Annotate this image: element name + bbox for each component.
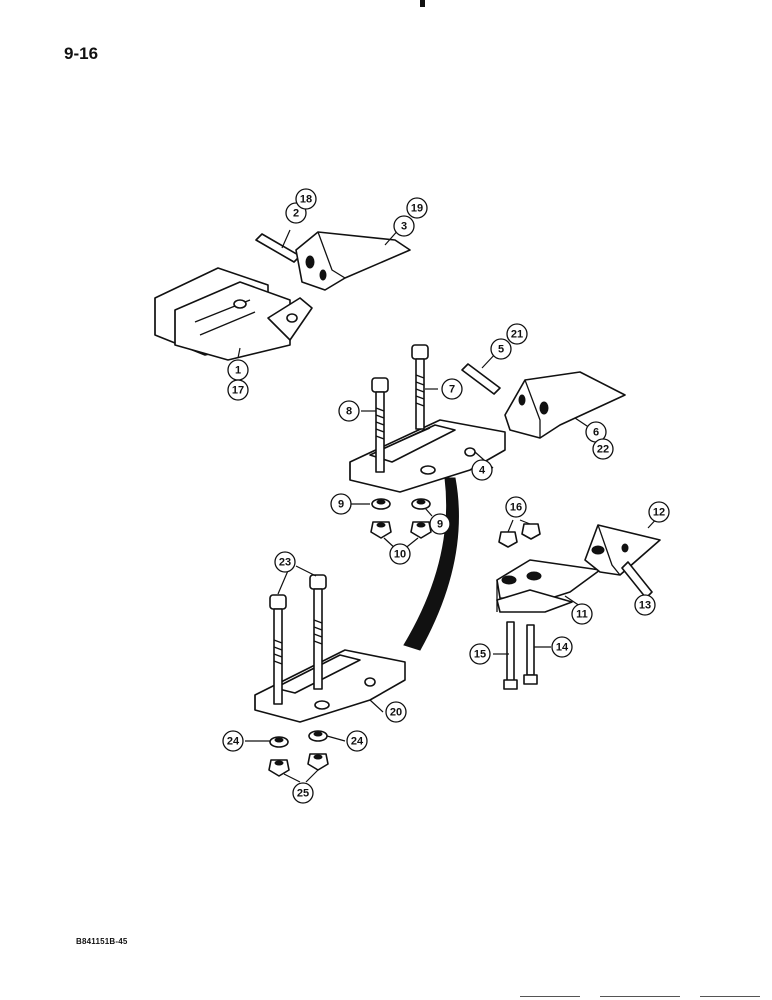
callout-10: 10 bbox=[389, 543, 411, 565]
callout-9: 9 bbox=[330, 493, 352, 515]
washers-9 bbox=[371, 498, 431, 510]
adapter-assembly-top bbox=[154, 267, 313, 361]
callout-label: 14 bbox=[556, 642, 569, 654]
callout-17: 17 bbox=[227, 379, 249, 401]
callout-label: 20 bbox=[390, 707, 402, 719]
callout-24: 24 bbox=[346, 730, 368, 752]
tooth-top bbox=[295, 231, 411, 291]
nuts-25 bbox=[268, 753, 329, 777]
bolt-14 bbox=[523, 624, 538, 685]
washers-24 bbox=[269, 730, 328, 748]
callout-3: 3 bbox=[393, 215, 415, 237]
callout-label: 17 bbox=[232, 385, 244, 397]
callout-label: 6 bbox=[593, 427, 599, 439]
document-code: B841151B-45 bbox=[76, 937, 128, 946]
callout-label: 12 bbox=[653, 507, 665, 519]
callout-18: 18 bbox=[295, 188, 317, 210]
callout-label: 5 bbox=[498, 344, 504, 356]
callout-label: 15 bbox=[474, 649, 486, 661]
callout-21: 21 bbox=[506, 323, 528, 345]
callout-label: 3 bbox=[401, 221, 407, 233]
callout-13: 13 bbox=[634, 594, 656, 616]
callout-label: 22 bbox=[597, 444, 609, 456]
callout-5: 5 bbox=[490, 338, 512, 360]
bottom-rule bbox=[600, 996, 680, 997]
callout-label: 9 bbox=[338, 499, 344, 511]
adapter-right bbox=[496, 559, 601, 613]
callout-label: 1 bbox=[235, 365, 241, 377]
bottom-rule bbox=[700, 996, 760, 997]
bolts-23 bbox=[269, 574, 327, 705]
pin-right bbox=[621, 561, 653, 599]
callout-20: 20 bbox=[385, 701, 407, 723]
callout-14: 14 bbox=[551, 636, 573, 658]
bolt-8 bbox=[371, 377, 389, 473]
callout-15: 15 bbox=[469, 643, 491, 665]
adapter-middle bbox=[349, 419, 506, 493]
bottom-rule bbox=[520, 996, 580, 997]
callout-16: 16 bbox=[505, 496, 527, 518]
callout-label: 10 bbox=[394, 549, 406, 561]
callout-11: 11 bbox=[571, 603, 593, 625]
bolt-7 bbox=[411, 344, 429, 430]
callout-4: 4 bbox=[471, 459, 493, 481]
callout-22: 22 bbox=[592, 438, 614, 460]
callout-1: 1 bbox=[227, 359, 249, 381]
nuts-16 bbox=[498, 523, 541, 548]
callout-label: 7 bbox=[449, 384, 455, 396]
callout-7: 7 bbox=[441, 378, 463, 400]
callout-label: 23 bbox=[279, 557, 291, 569]
pin-top bbox=[255, 233, 301, 263]
callout-12: 12 bbox=[648, 501, 670, 523]
page-number: 9-16 bbox=[64, 44, 99, 63]
callout-label: 24 bbox=[351, 736, 364, 748]
callout-label: 24 bbox=[227, 736, 240, 748]
callout-label: 8 bbox=[346, 406, 352, 418]
callout-label: 25 bbox=[297, 788, 309, 800]
callout-label: 16 bbox=[510, 502, 522, 514]
tooth-right bbox=[584, 524, 661, 576]
callout-25: 25 bbox=[292, 782, 314, 804]
callout-24: 24 bbox=[222, 730, 244, 752]
pin-middle bbox=[461, 363, 501, 395]
callout-label: 2 bbox=[293, 208, 299, 220]
callout-label: 18 bbox=[300, 194, 312, 206]
tooth-middle bbox=[504, 371, 626, 439]
callout-label: 9 bbox=[437, 519, 443, 531]
callout-label: 4 bbox=[479, 465, 486, 477]
callout-23: 23 bbox=[274, 551, 296, 573]
callout-label: 21 bbox=[511, 329, 523, 341]
callout-9: 9 bbox=[429, 513, 451, 535]
nuts-10 bbox=[370, 521, 432, 539]
callout-label: 11 bbox=[576, 609, 588, 621]
callout-19: 19 bbox=[406, 197, 428, 219]
bolt-15 bbox=[503, 621, 518, 690]
callout-label: 19 bbox=[411, 203, 423, 215]
callout-label: 13 bbox=[639, 600, 651, 612]
top-edge-mark bbox=[420, 0, 425, 7]
callout-8: 8 bbox=[338, 400, 360, 422]
